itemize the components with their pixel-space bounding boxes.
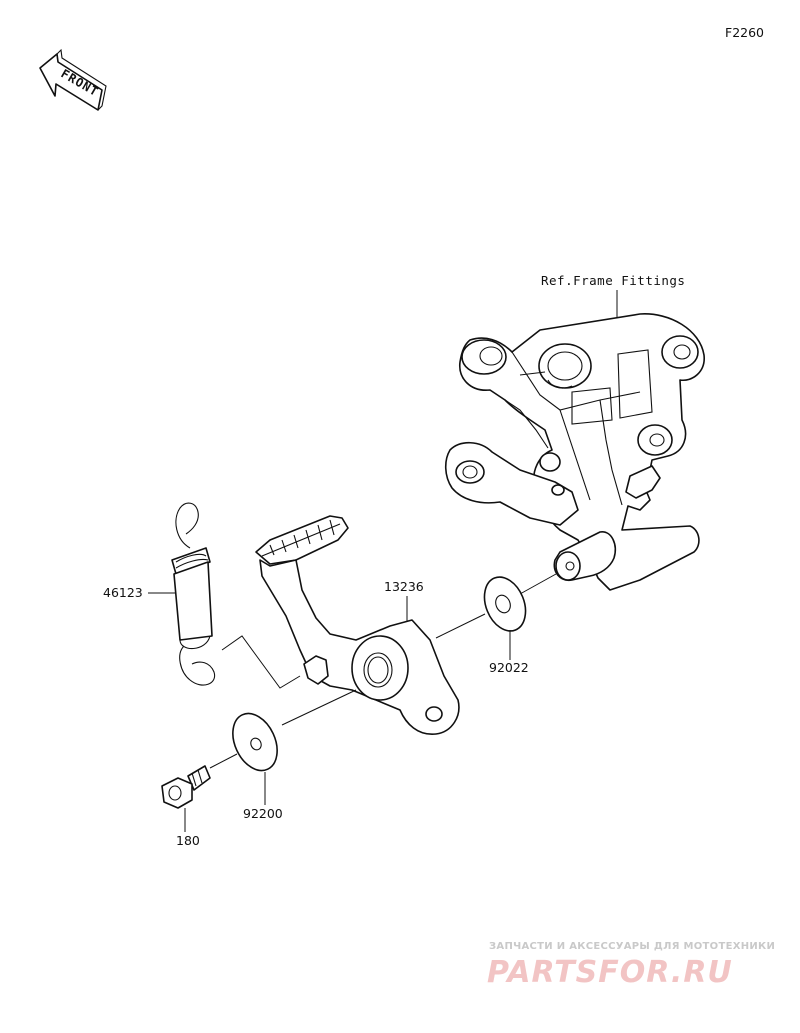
reference-label: Ref.Frame Fittings	[541, 273, 685, 288]
watermark-logo: PARTSFOR.RU	[487, 955, 733, 990]
part-number-92200: 92200	[243, 806, 283, 821]
frame-fitting-bracket	[444, 313, 705, 591]
callout-180: 180	[176, 808, 200, 848]
front-arrow-icon: FRONT	[39, 48, 107, 111]
washer-pedal-leader	[435, 613, 486, 639]
part-number-46123: 46123	[103, 585, 143, 600]
pedal-washer-leader	[281, 689, 357, 726]
part-number-92022: 92022	[489, 660, 529, 675]
washer-bolt-leader	[209, 753, 238, 769]
callout-92022: 92022	[489, 630, 529, 675]
washer-92200	[232, 712, 278, 772]
diagram-code: F2260	[725, 25, 764, 40]
part-number-180: 180	[176, 833, 200, 848]
shaft-washer-leader	[519, 573, 557, 595]
spring-46123	[171, 502, 301, 689]
bolt-180	[161, 765, 211, 809]
part-number-13236: 13236	[384, 579, 424, 594]
callout-46123: 46123	[103, 585, 176, 600]
brake-pedal-13236	[255, 515, 460, 735]
callout-13236: 13236	[384, 579, 424, 622]
watermark-tagline: ЗАПЧАСТИ И АКСЕССУАРЫ ДЛЯ МОТОТЕХНИКИ	[489, 941, 775, 952]
callout-92200: 92200	[243, 772, 283, 821]
washer-92022	[483, 576, 527, 632]
